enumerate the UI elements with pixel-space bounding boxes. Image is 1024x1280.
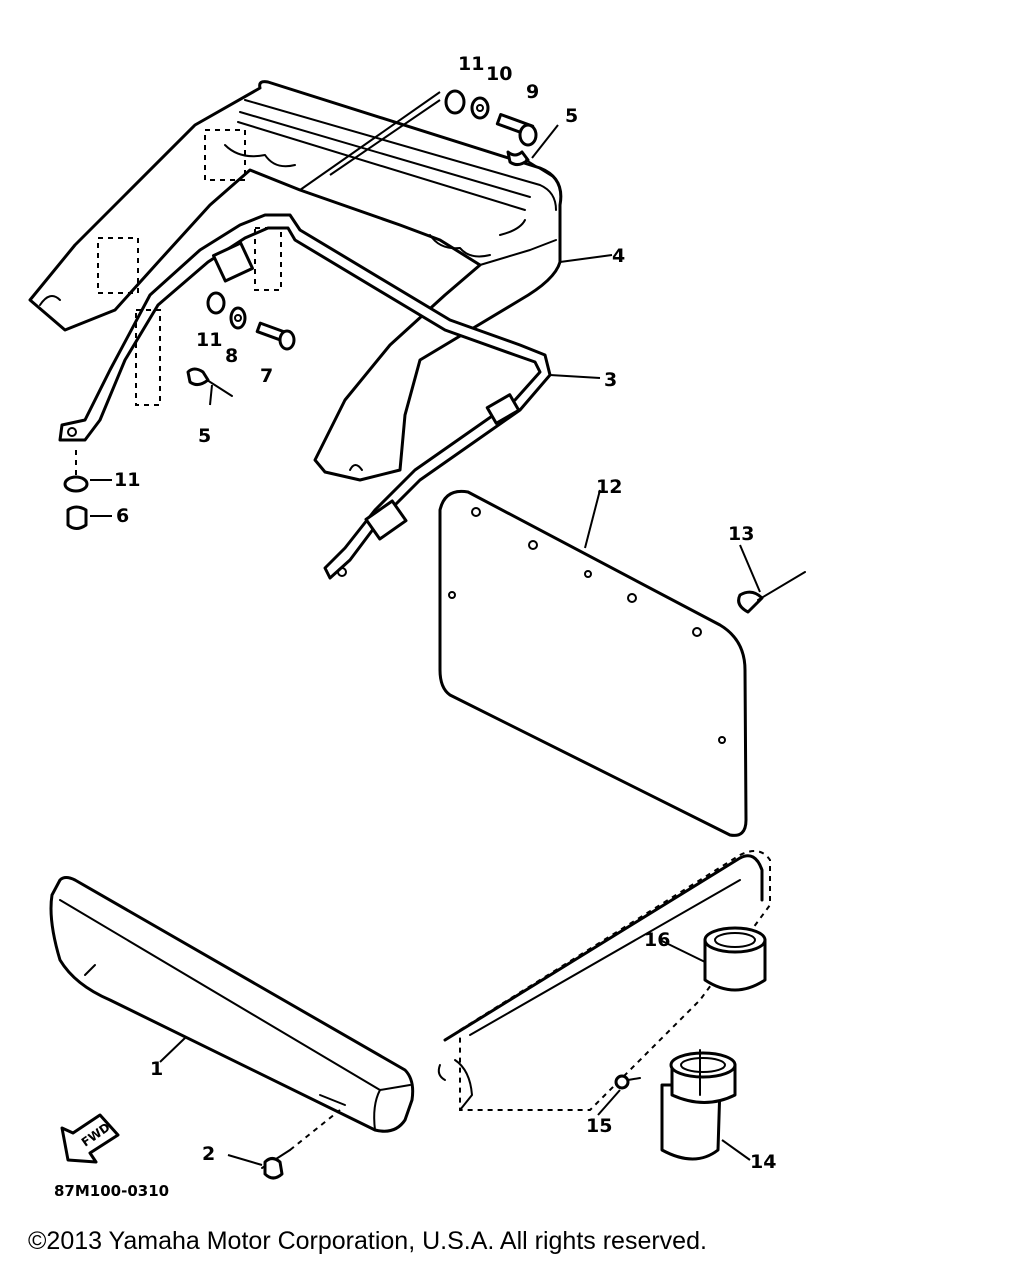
parts-diagram: FWD 11 10 9 5 4 3 11 8 7 5 11 6 12 13 16… <box>28 53 806 1200</box>
copyright-notice: ©2013 Yamaha Motor Corporation, U.S.A. A… <box>28 1227 707 1255</box>
part-16-cap <box>703 926 767 992</box>
callout-5-bottom: 5 <box>198 425 211 447</box>
drawing-code: 87M100-0310 <box>54 1182 169 1200</box>
callout-4: 4 <box>612 245 625 267</box>
part-3-frame <box>58 213 552 580</box>
part-12-panel <box>438 489 748 837</box>
part-14-filler-neck <box>660 1049 737 1161</box>
callout-7: 7 <box>260 365 273 387</box>
callout-15: 15 <box>586 1115 612 1137</box>
callout-9: 9 <box>526 81 539 103</box>
hardware-group <box>63 89 556 1180</box>
part-tank-body <box>437 850 771 1111</box>
callout-6: 6 <box>116 505 129 527</box>
part-4-top-cover <box>28 80 563 482</box>
callout-3: 3 <box>604 369 617 391</box>
callout-16: 16 <box>644 929 670 951</box>
callout-12: 12 <box>596 476 622 498</box>
callout-11-top: 11 <box>458 53 484 75</box>
callout-10: 10 <box>486 63 512 85</box>
callout-14: 14 <box>750 1151 776 1173</box>
callout-11-mid: 11 <box>196 329 222 351</box>
leader-lines <box>90 91 761 1166</box>
callout-2: 2 <box>202 1143 215 1165</box>
callout-8: 8 <box>225 345 238 367</box>
part-13-rivet <box>737 571 806 614</box>
part-1-bar <box>49 876 415 1133</box>
callout-1: 1 <box>150 1058 163 1080</box>
callout-13: 13 <box>728 523 754 545</box>
callout-labels: 11 10 9 5 4 3 11 8 7 5 11 6 12 13 16 1 1… <box>114 53 776 1173</box>
fwd-arrow-icon: FWD <box>60 1113 120 1164</box>
callout-11-bottom: 11 <box>114 469 140 491</box>
part-15-screw <box>614 1074 641 1090</box>
callout-5-top: 5 <box>565 105 578 127</box>
